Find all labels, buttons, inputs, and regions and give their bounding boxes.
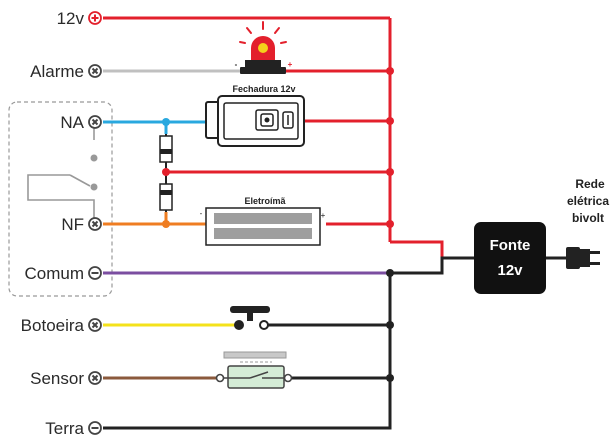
- svg-text:Comum: Comum: [24, 264, 84, 283]
- relay-box: [8, 101, 113, 297]
- svg-text:12v: 12v: [57, 9, 85, 28]
- terminal-sensor: Sensor: [30, 369, 102, 388]
- reed-sensor-icon: [215, 351, 293, 389]
- terminal-terra: Terra: [45, 419, 102, 436]
- svg-text:Terra: Terra: [45, 419, 84, 436]
- positive-junctions: [386, 67, 394, 228]
- power-supply: Fonte 12v: [474, 222, 546, 294]
- terminal-na: NA: [60, 113, 102, 132]
- nf-wire: [103, 212, 206, 226]
- svg-text:NA: NA: [60, 113, 84, 132]
- push-button-icon: [230, 306, 270, 330]
- svg-text:Botoeira: Botoeira: [21, 316, 85, 335]
- relay-switch-symbol: [27, 123, 98, 218]
- terminal-alarme: Alarme: [30, 62, 102, 81]
- terminal-12v: 12v: [57, 9, 102, 28]
- nf-junction: [162, 220, 170, 228]
- siren-icon: - +: [235, 21, 293, 74]
- na-junction: [162, 118, 170, 126]
- svg-text:Fechadura 12v: Fechadura 12v: [232, 84, 295, 94]
- electromagnet-icon: Eletroímã - +: [200, 196, 326, 246]
- svg-text:-: -: [235, 60, 238, 69]
- diode-upper: [159, 134, 173, 172]
- svg-text:12v: 12v: [497, 262, 523, 279]
- svg-text:Fonte: Fonte: [490, 237, 531, 254]
- na-wire: [103, 120, 220, 134]
- svg-text:-: -: [200, 209, 203, 218]
- svg-text:Alarme: Alarme: [30, 62, 84, 81]
- electric-lock-icon: Fechadura 12v: [205, 84, 305, 147]
- terminal-comum: Comum: [24, 264, 102, 283]
- svg-text:+: +: [321, 211, 326, 220]
- svg-text:Rede: Rede: [575, 177, 605, 191]
- negative-bus: [103, 256, 480, 430]
- svg-text:+: +: [288, 60, 293, 69]
- svg-text:Sensor: Sensor: [30, 369, 84, 388]
- terminal-botoeira: Botoeira: [21, 316, 102, 335]
- negative-junctions: [386, 269, 394, 382]
- plug-icon: [566, 247, 600, 269]
- svg-text:bivolt: bivolt: [572, 211, 604, 225]
- mains-label: Rede elétrica bivolt: [567, 177, 609, 225]
- diode-junction: [162, 168, 170, 176]
- terminal-nf: NF: [61, 215, 102, 234]
- svg-text:NF: NF: [61, 215, 84, 234]
- svg-text:Eletroímã: Eletroímã: [244, 196, 286, 206]
- diode-lower: [159, 172, 173, 212]
- svg-text:elétrica: elétrica: [567, 194, 609, 208]
